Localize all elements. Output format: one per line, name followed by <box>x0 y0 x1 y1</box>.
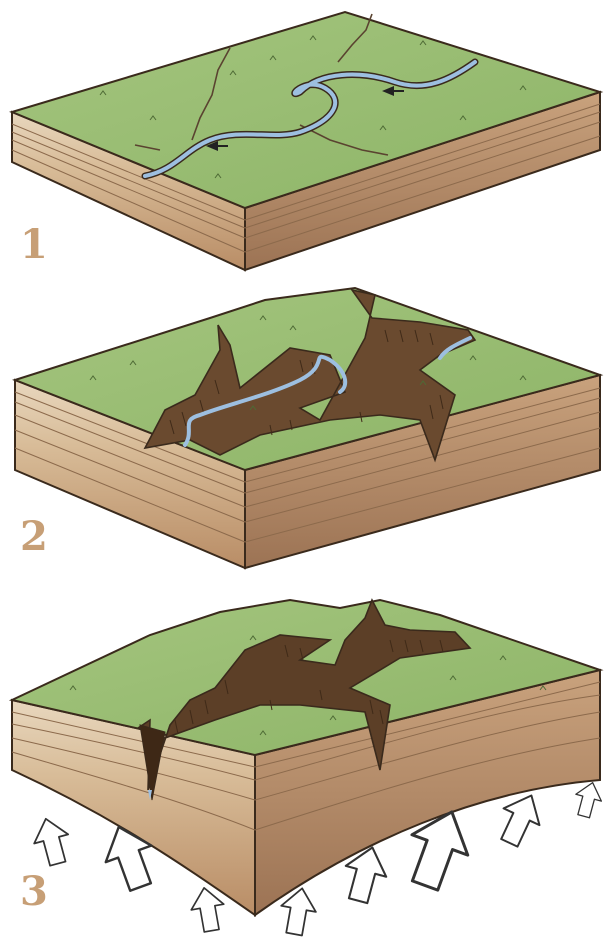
stage-label-3: 3 <box>20 868 48 915</box>
stage-label-1: 1 <box>20 221 48 268</box>
stage-3-block <box>12 600 600 915</box>
stage-2-block <box>15 288 600 568</box>
uplift-arrow-icon <box>571 779 605 819</box>
stage-label-2: 2 <box>20 513 48 560</box>
uplift-arrow-icon <box>29 814 75 868</box>
stage-1-block <box>12 12 600 270</box>
